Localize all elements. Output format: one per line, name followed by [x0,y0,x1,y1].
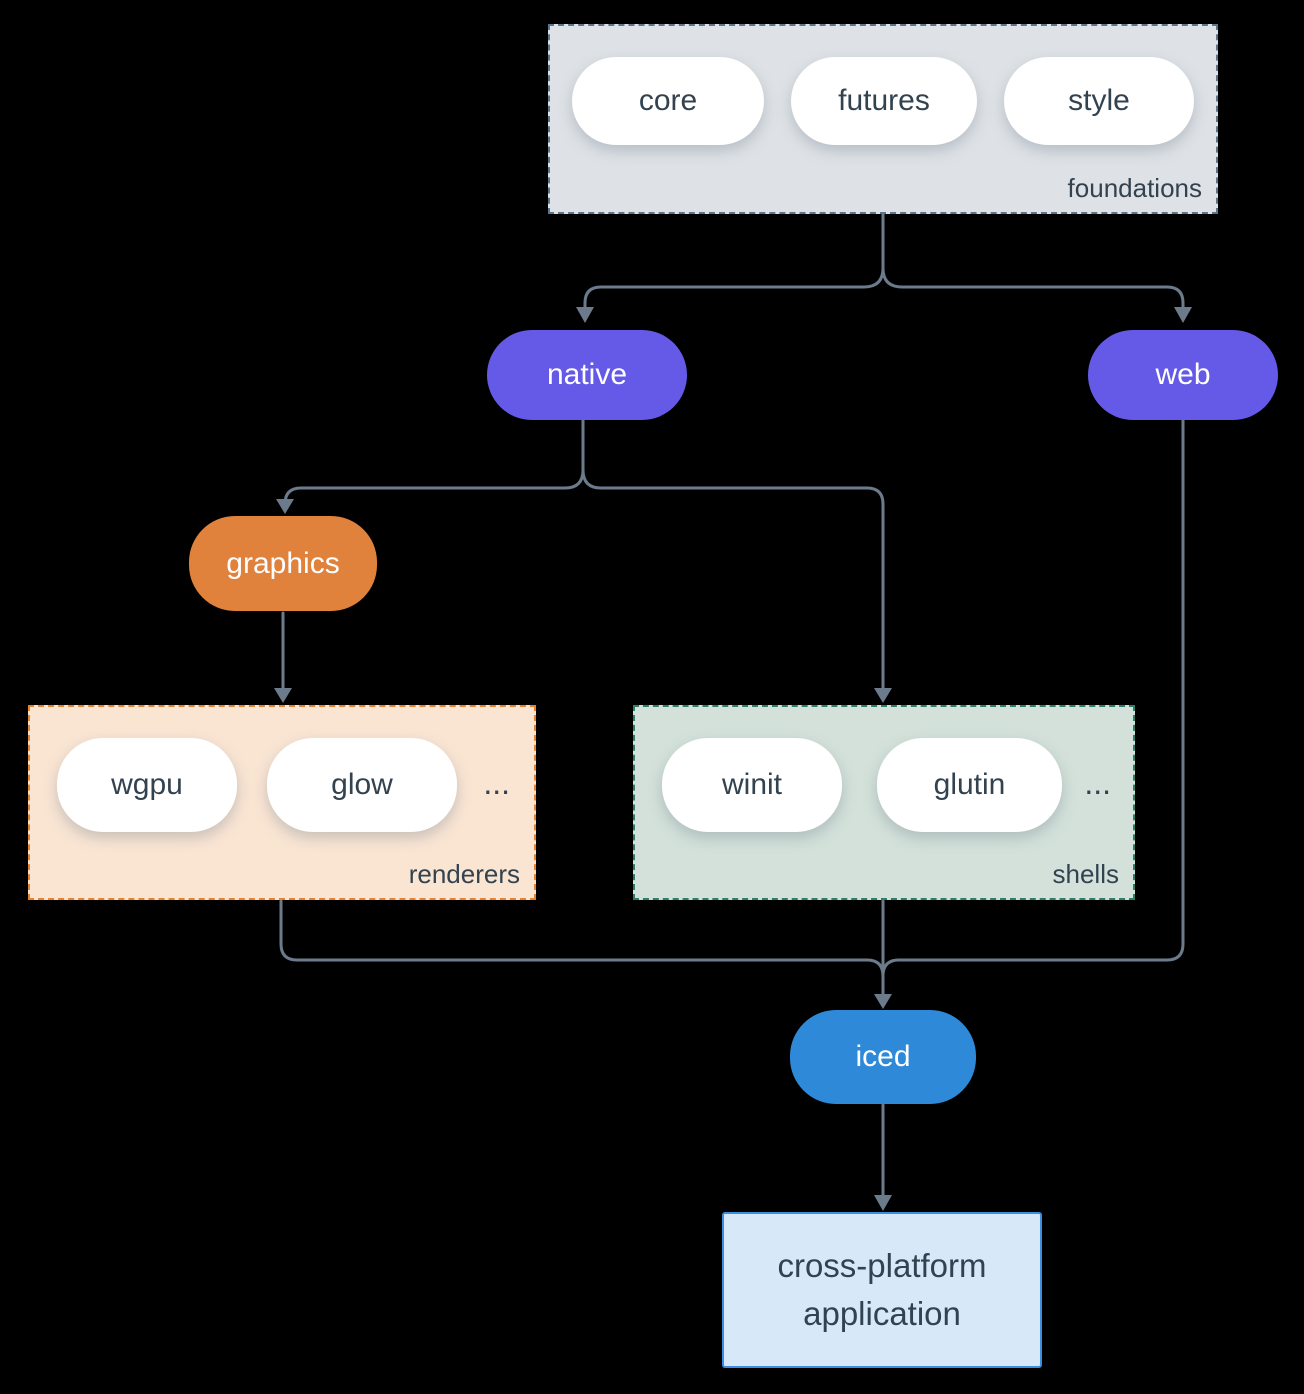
arrowhead-shells [874,688,892,703]
connector-native-graphics [283,418,585,506]
crate-glutin: glutin [877,738,1062,832]
crate-winit-label: winit [721,768,782,801]
crate-core-label: core [638,84,698,117]
node-web-label: web [1155,358,1211,391]
group-shells-label: shells [1052,859,1119,889]
connector-native-shells [581,418,885,690]
arrowhead-application [874,1195,892,1211]
node-native: native [487,330,687,420]
node-native-label: native [546,358,628,391]
crate-wgpu-label: wgpu [111,768,183,801]
group-foundations: core futures style foundations [548,24,1218,214]
crate-glow: glow [267,738,457,832]
arrowhead-iced [874,994,892,1009]
node-iced-label: iced [855,1040,911,1073]
node-application: cross-platform application [722,1212,1042,1368]
shells-ellipsis: ... [1084,765,1111,801]
arrowhead-graphics [276,499,294,514]
crate-futures: futures [791,57,977,145]
arrowhead-native [576,307,594,323]
group-renderers: wgpu glow ... renderers [28,705,536,900]
crate-futures-label: futures [838,84,930,117]
arrowhead-renderers [274,688,292,703]
node-graphics: graphics [189,516,377,611]
group-renderers-label: renderers [408,859,520,889]
node-graphics-label: graphics [226,546,340,580]
crate-core: core [572,57,764,145]
connector-foundations-native [583,212,885,310]
group-foundations-label: foundations [1067,173,1202,203]
renderers-ellipsis: ... [483,765,510,801]
group-shells: winit glutin ... shells [633,705,1135,900]
node-iced: iced [790,1010,976,1104]
node-application-label: cross-platform application [777,1247,987,1332]
node-web: web [1088,330,1278,420]
connector-foundations-web [881,212,1185,310]
crate-glow-label: glow [331,768,393,801]
connector-renderers-merge [279,899,885,978]
crate-wgpu: wgpu [57,738,237,832]
arrowhead-web [1174,307,1192,323]
crate-style: style [1004,57,1194,145]
crate-winit: winit [662,738,842,832]
crate-glutin-label: glutin [933,768,1006,801]
crate-style-label: style [1068,84,1130,117]
